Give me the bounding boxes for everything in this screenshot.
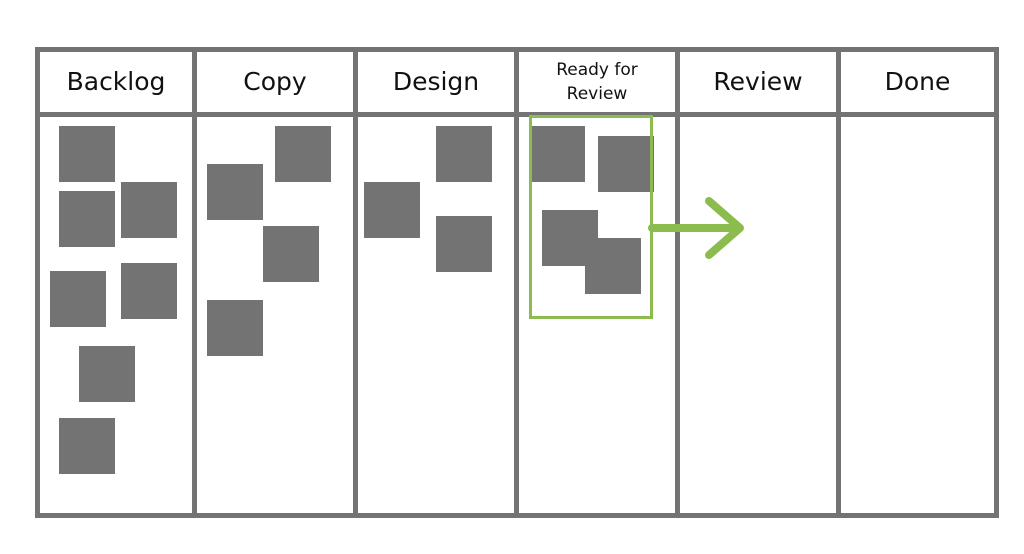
column-title-copy: Copy: [243, 67, 307, 96]
backlog-card[interactable]: [59, 418, 115, 474]
design-card[interactable]: [436, 216, 492, 272]
copy-card[interactable]: [275, 126, 331, 182]
copy-card[interactable]: [207, 164, 263, 220]
design-card[interactable]: [364, 182, 420, 238]
kanban-board: Backlog Copy Design Ready for Review Rev…: [35, 47, 999, 518]
column-title-done: Done: [884, 67, 951, 96]
column-design: Design: [353, 47, 519, 518]
column-review: Review: [675, 47, 841, 518]
column-header-review: Review: [680, 52, 836, 117]
backlog-card[interactable]: [121, 182, 177, 238]
design-card[interactable]: [436, 126, 492, 182]
ready-card[interactable]: [598, 136, 654, 192]
column-done: Done: [836, 47, 999, 518]
ready-batch-highlight: [529, 115, 653, 319]
column-title-design: Design: [392, 67, 480, 96]
copy-card[interactable]: [207, 300, 263, 356]
column-header-done: Done: [841, 52, 994, 117]
column-header-backlog: Backlog: [40, 52, 192, 117]
column-title-review: Review: [713, 67, 803, 96]
backlog-card[interactable]: [59, 126, 115, 182]
ready-card[interactable]: [585, 238, 641, 294]
column-title-ready-for-review: Ready for Review: [556, 60, 638, 104]
column-header-copy: Copy: [197, 52, 353, 117]
column-copy: Copy: [192, 47, 358, 518]
column-header-ready-for-review: Ready for Review: [519, 52, 675, 117]
backlog-card[interactable]: [79, 346, 135, 402]
backlog-card[interactable]: [121, 263, 177, 319]
backlog-card[interactable]: [50, 271, 106, 327]
backlog-card[interactable]: [59, 191, 115, 247]
ready-card[interactable]: [529, 126, 585, 182]
column-title-backlog: Backlog: [66, 67, 166, 96]
arrow-right-icon: [648, 197, 744, 259]
copy-card[interactable]: [263, 226, 319, 282]
column-header-design: Design: [358, 52, 514, 117]
